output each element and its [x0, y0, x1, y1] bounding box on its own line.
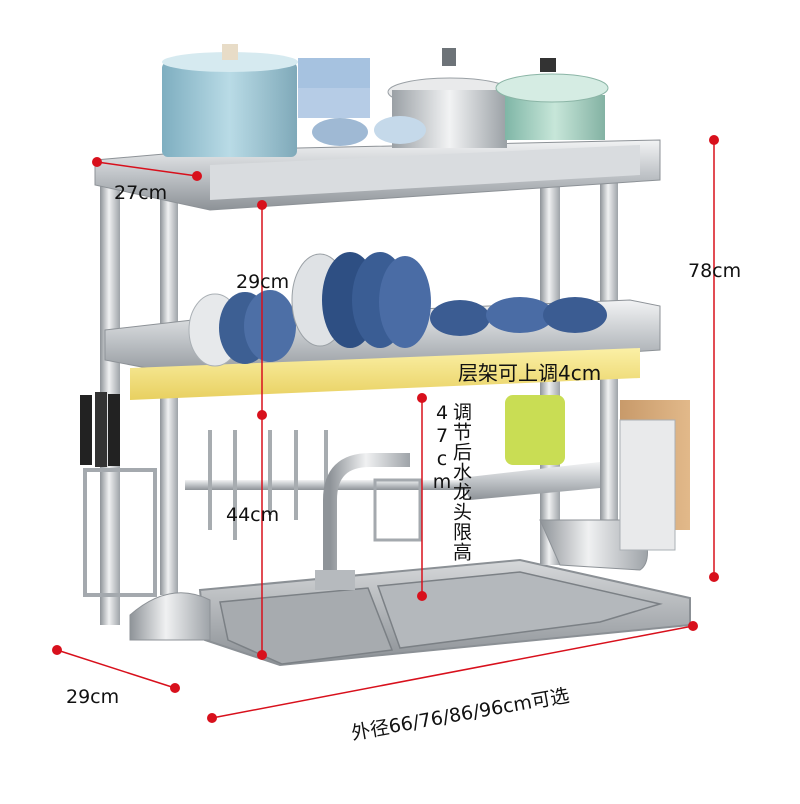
- side-basket: [460, 395, 690, 551]
- dimension-markers: [52, 135, 719, 723]
- utensils: [80, 392, 422, 597]
- dishes: [188, 252, 607, 367]
- adjustable-shelf-band: [130, 348, 640, 400]
- faucet: [315, 453, 410, 590]
- top-depth-label: 27cm: [114, 182, 168, 204]
- total-height-label: 78cm: [688, 260, 742, 282]
- adjustable-shelf-label: 层架可上调4cm: [458, 361, 602, 385]
- top-shelf-items: [162, 44, 609, 157]
- upper-tier-height-label: 29cm: [236, 271, 290, 293]
- faucet-limit-label: 调节后水龙头限高47cm: [431, 402, 472, 562]
- lower-height-label: 44cm: [226, 504, 280, 526]
- base-depth-label: 29cm: [66, 686, 120, 708]
